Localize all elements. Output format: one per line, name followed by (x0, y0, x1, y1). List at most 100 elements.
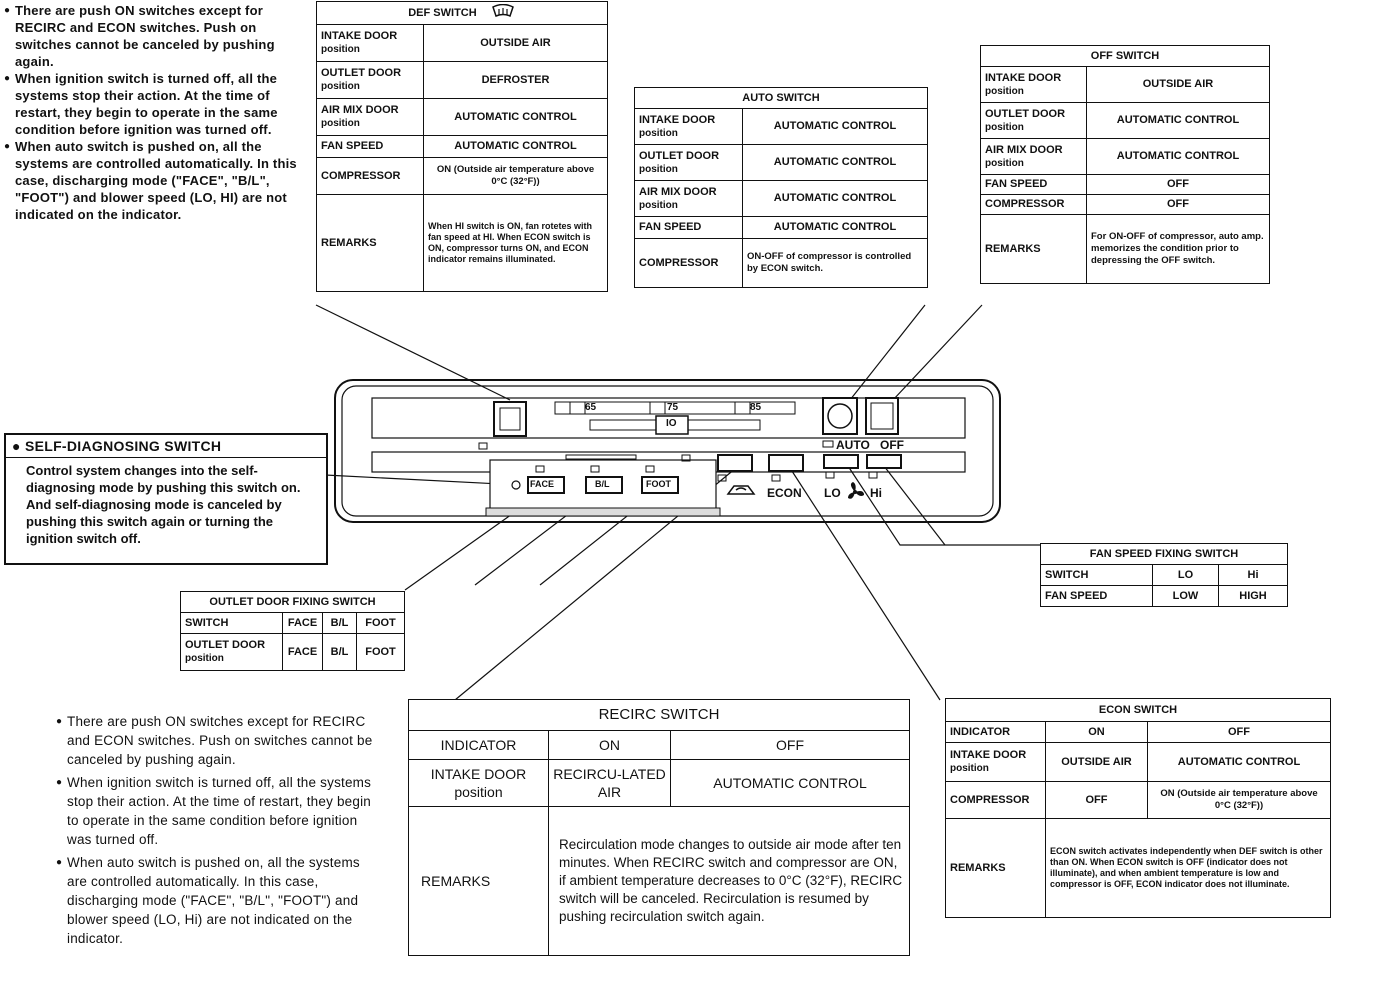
table-cell: FOOT (356, 612, 405, 634)
table-cell: ON (Outside air temperature above 0°C (3… (1147, 781, 1331, 819)
bottom-notes: There are push ON switches except for RE… (56, 712, 378, 952)
text-label: AIR MIX DOOR (321, 104, 399, 116)
note-item: There are push ON switches except for RE… (56, 712, 378, 769)
econ-label: ECON (767, 486, 802, 500)
bl-button (585, 476, 623, 494)
table-cell: FAN SPEED (634, 216, 743, 239)
table-cell: REMARKS (980, 214, 1087, 284)
table-cell: REMARKS (408, 806, 549, 956)
table-cell: AUTOMATIC CONTROL (742, 180, 928, 217)
table-cell: OUTSIDE AIR (423, 24, 608, 62)
econ-button (768, 454, 804, 472)
text-label: position (985, 85, 1024, 97)
text-label: OUTLET DOOR (321, 67, 402, 79)
temp-label-75: 75 (667, 402, 679, 413)
text-label: position (639, 199, 678, 211)
table-cell: ON (1045, 721, 1148, 743)
table-cell: ECON SWITCH (945, 698, 1331, 722)
self-diag-button (511, 480, 521, 490)
recirc-icon (726, 485, 756, 495)
table-cell: Recirculation mode changes to outside ai… (548, 806, 910, 956)
fan-icon (848, 482, 864, 499)
recirc-button (717, 454, 753, 472)
text-label: AIR MIX DOOR (985, 143, 1063, 156)
text-label: position (321, 81, 360, 92)
text-label: OUTLET DOOR (985, 107, 1066, 120)
text-label: OUTLET DOOR (639, 149, 720, 162)
defrost-icon (490, 3, 516, 22)
text-label: AIR MIX DOOR (639, 185, 717, 198)
text-label: INTAKE DOOR (639, 113, 716, 126)
face-button (527, 476, 565, 494)
table-cell: FACE (282, 633, 323, 671)
table-cell: DEFROSTER (423, 61, 608, 99)
text-label: INTAKE DOOR (985, 71, 1062, 84)
table-cell: Hi (1218, 564, 1288, 586)
foot-button (641, 476, 679, 494)
note-item: When ignition switch is turned off, all … (4, 70, 316, 138)
text-label: INTAKE DOOR (430, 766, 527, 782)
def-switch-table: DEF SWITCH INTAKE DOOR position OUTSIDE AI… (316, 1, 608, 292)
table-cell: COMPRESSOR (945, 781, 1046, 819)
table-cell: For ON-OFF of compressor, auto amp. memo… (1086, 214, 1270, 284)
text-label: position (639, 163, 678, 175)
bl-button-label[interactable]: B/L (595, 479, 610, 489)
table-cell: FACE (282, 612, 323, 634)
temp-slider (655, 415, 689, 435)
note-item: When auto switch is pushed on, all the s… (4, 138, 316, 223)
table-cell: ON-OFF of compressor is controlled by EC… (742, 238, 928, 288)
table-cell: OFF (1045, 781, 1148, 819)
def-switch-title: DEF SWITCH (408, 6, 477, 19)
table-cell: LOW (1152, 585, 1219, 607)
text-label: position (985, 121, 1024, 133)
text-label: position (639, 127, 678, 139)
table-cell: INTAKE DOOR position (316, 24, 424, 62)
table-cell: LO (1152, 564, 1219, 586)
table-cell: FOOT (356, 633, 405, 671)
self-diagnosing-title: ● SELF-DIAGNOSING SWITCH (6, 435, 326, 458)
text-label: position (321, 118, 360, 129)
table-cell: AUTOMATIC CONTROL (423, 98, 608, 136)
table-cell: REMARKS (945, 818, 1046, 918)
top-notes: There are push ON switches except for RE… (4, 2, 316, 223)
text-label: position (321, 44, 360, 55)
text-label: SELF-DIAGNOSING SWITCH (24, 438, 222, 454)
self-diagnosing-box: ● SELF-DIAGNOSING SWITCH Control system … (4, 433, 328, 565)
foot-button-label[interactable]: FOOT (646, 479, 671, 489)
self-diagnosing-body: Control system changes into the self-dia… (26, 463, 301, 546)
note-item: There are push ON switches except for RE… (4, 2, 316, 70)
table-cell: OFF (670, 730, 910, 760)
table-cell: When HI switch is ON, fan rotetes with f… (423, 194, 608, 292)
text-label: OUTLET DOOR (185, 639, 266, 651)
table-cell: OUTLET DOOR position (316, 61, 424, 99)
table-cell: AUTOMATIC CONTROL (742, 216, 928, 239)
table-cell: SWITCH (1040, 564, 1153, 586)
table-cell: AUTOMATIC CONTROL (1086, 138, 1270, 175)
text-label: position (185, 653, 224, 664)
temp-label-65: 65 (585, 402, 597, 413)
lo-button (823, 454, 859, 469)
table-cell: HIGH (1218, 585, 1288, 607)
table-cell: FAN SPEED (1040, 585, 1153, 607)
table-cell: RECIRC SWITCH (408, 699, 910, 731)
face-button-label[interactable]: FACE (530, 479, 555, 489)
table-cell: OFF (1147, 721, 1331, 743)
table-cell: INDICATOR (408, 730, 549, 760)
slider-label: IO (666, 418, 677, 429)
note-item: When auto switch is pushed on, all the s… (56, 853, 378, 948)
temp-label-85: 85 (750, 402, 762, 413)
table-cell: AUTOMATIC CONTROL (1147, 742, 1331, 782)
table-cell: OUTSIDE AIR (1045, 742, 1148, 782)
text-label: INTAKE DOOR (950, 749, 1027, 761)
table-cell: OUTLET DOOR position (180, 633, 283, 671)
text-label: INTAKE DOOR (321, 30, 398, 42)
table-cell: COMPRESSOR (634, 238, 743, 288)
